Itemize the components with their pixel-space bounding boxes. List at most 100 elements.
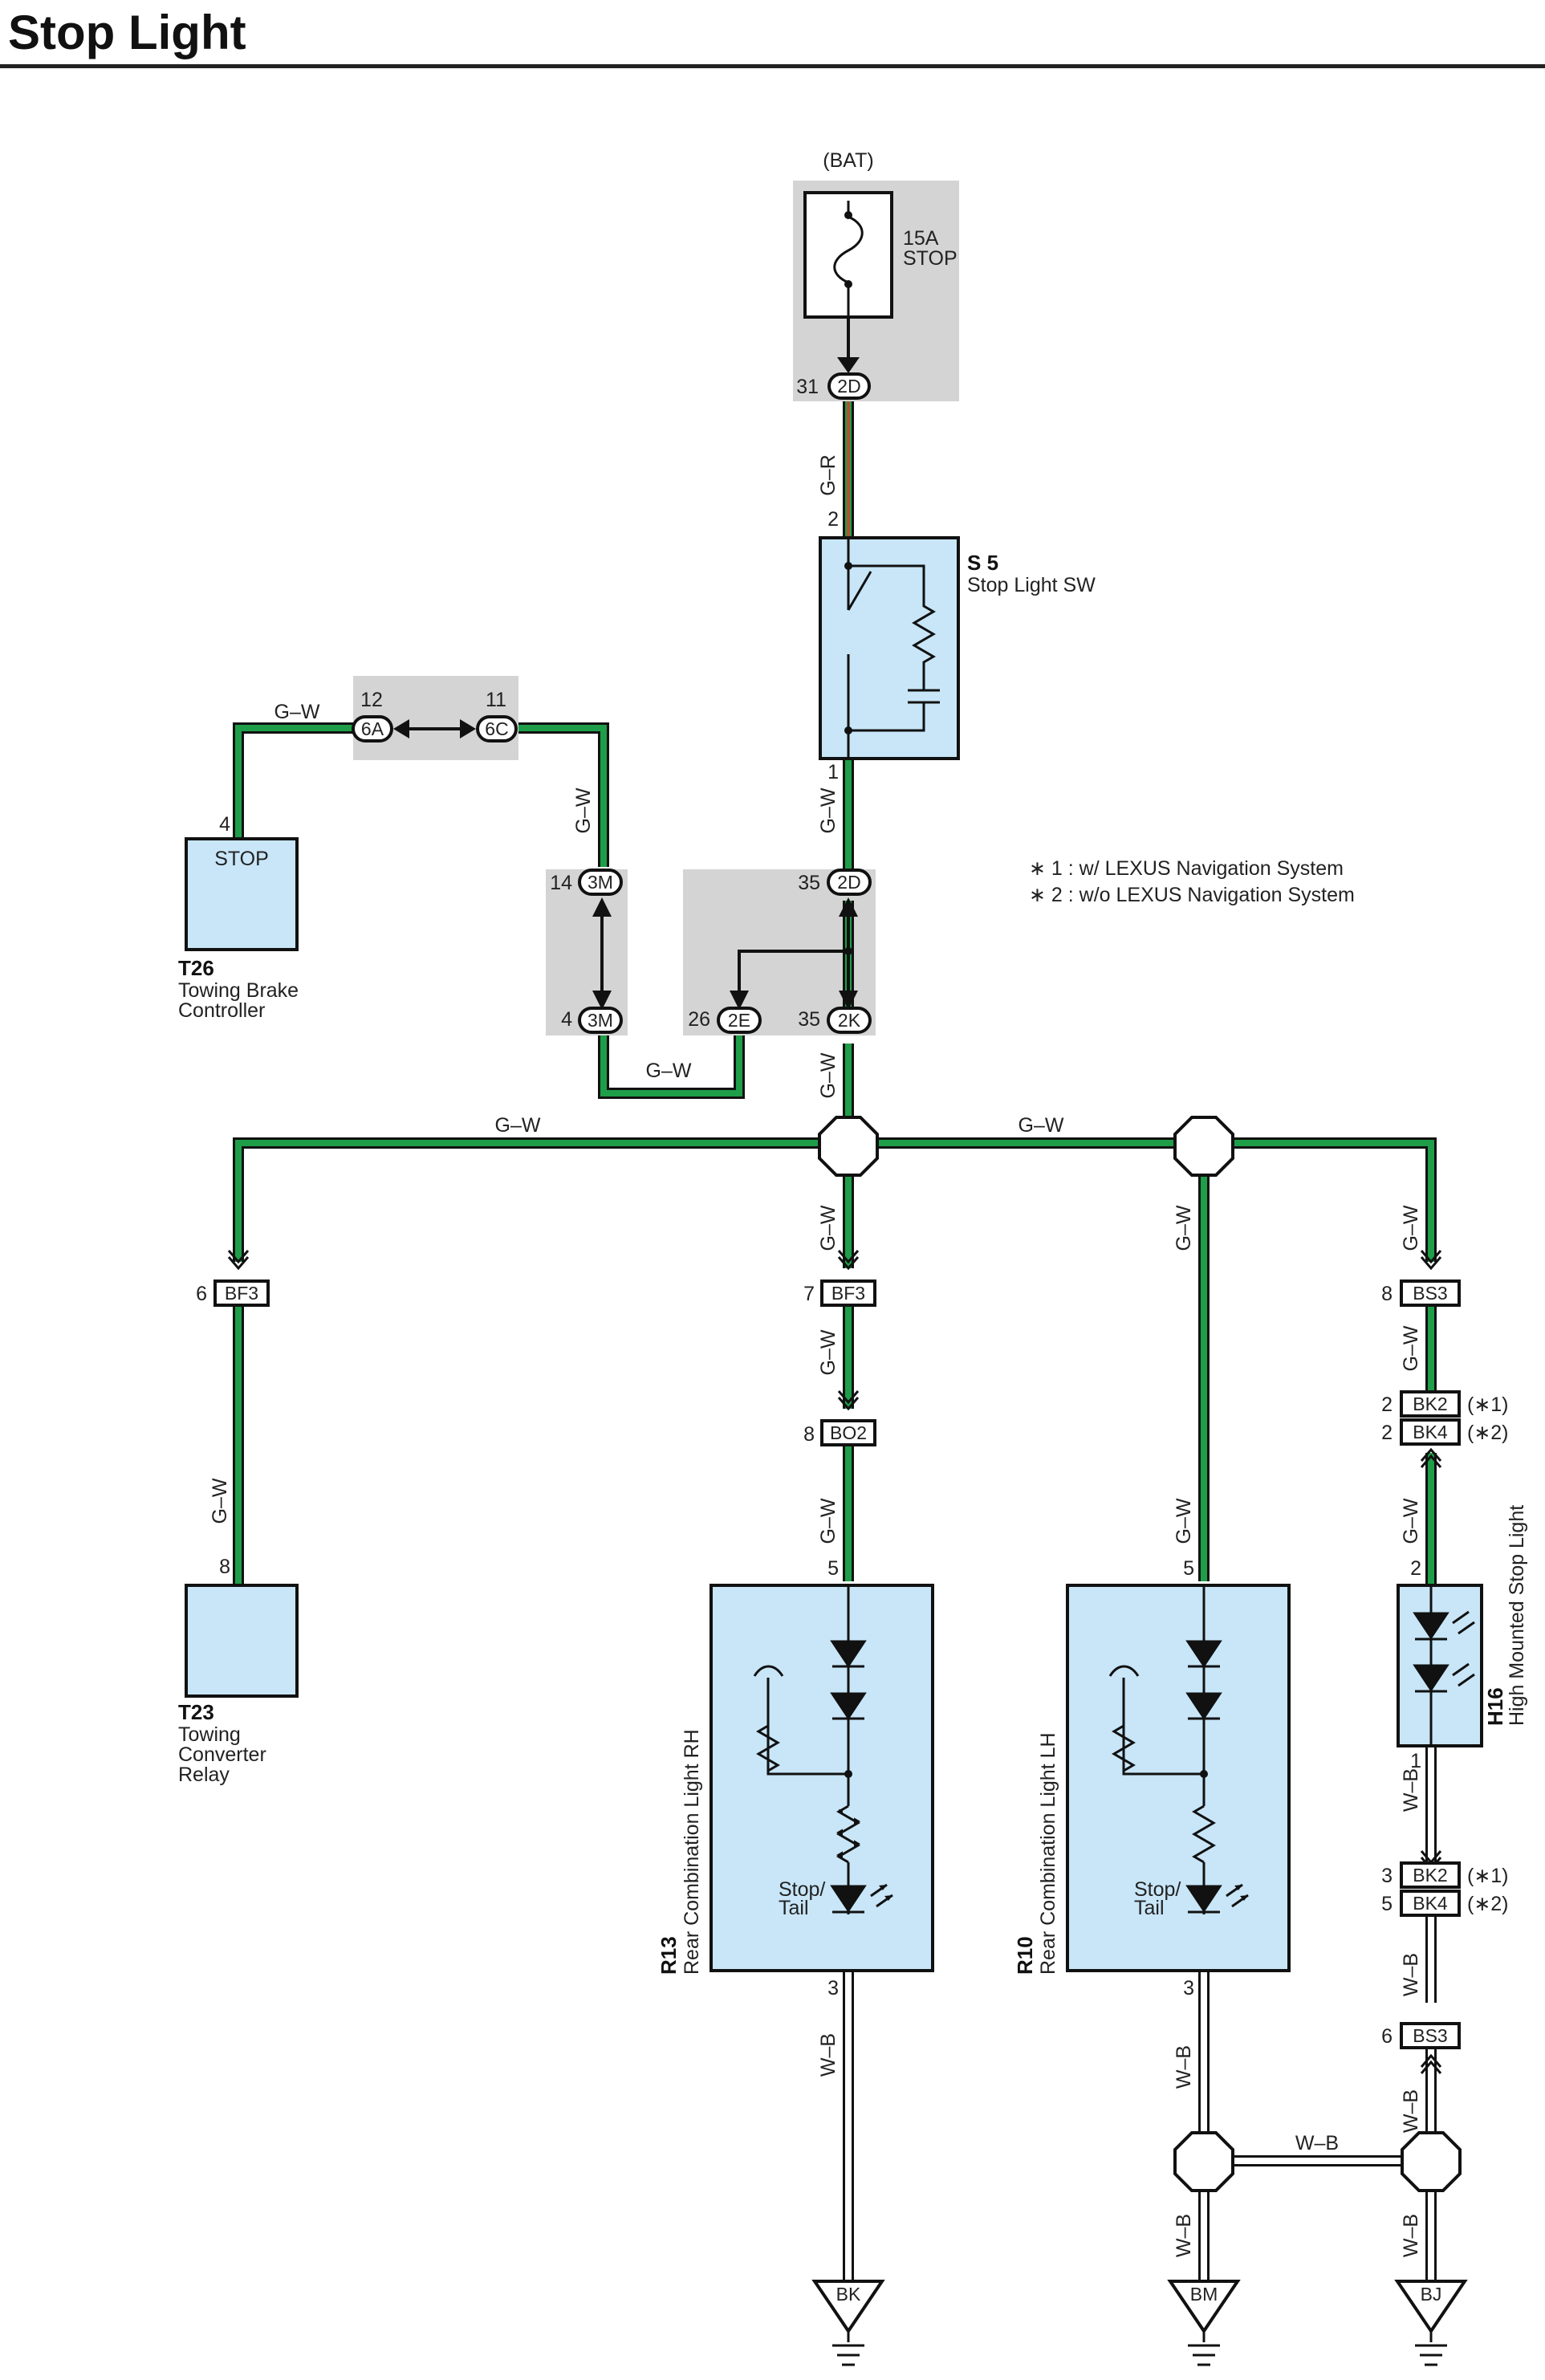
wire-label-gw: G–W bbox=[274, 701, 320, 723]
pin-label: 26 bbox=[688, 1008, 710, 1031]
svg-text:2D: 2D bbox=[837, 872, 860, 893]
wires-gw bbox=[233, 722, 1437, 1585]
lamp-label: Tail bbox=[1134, 1897, 1165, 1919]
pin-label: 1 bbox=[1410, 1750, 1421, 1772]
wire-label-wb: W–B bbox=[1173, 2045, 1195, 2089]
svg-text:BK4: BK4 bbox=[1413, 1893, 1448, 1914]
wire-label-gw: G–W bbox=[1400, 1205, 1422, 1251]
connector-6a: 6A bbox=[352, 715, 393, 742]
ground-bk: BK bbox=[811, 2280, 885, 2366]
fuse-end-dot bbox=[844, 280, 852, 288]
splice-junction bbox=[818, 1116, 879, 1177]
pin-label: 8 bbox=[803, 1423, 815, 1446]
high-mount-name: High Mounted Stop Light bbox=[1506, 1505, 1528, 1726]
pin-label: 6 bbox=[196, 1283, 207, 1305]
pin-label: 3 bbox=[1183, 1977, 1194, 2000]
pin-label: 2 bbox=[827, 508, 839, 531]
resistor-icon bbox=[1192, 1804, 1216, 1864]
wire-label-wb: W–B bbox=[1400, 1953, 1422, 1996]
towing-brake-name: Towing Brake bbox=[178, 979, 299, 1002]
chevron-up-icon bbox=[1420, 1447, 1442, 1468]
wire-label-gw: G–W bbox=[495, 1114, 541, 1137]
wire-label-gw: G–W bbox=[1018, 1114, 1064, 1137]
svg-text:BK4: BK4 bbox=[1413, 1422, 1448, 1442]
splice-dot bbox=[1200, 1770, 1208, 1778]
lamp-label: Stop/ bbox=[779, 1878, 825, 1901]
svg-text:BF3: BF3 bbox=[225, 1283, 258, 1304]
wire-label-gw: G–W bbox=[817, 1329, 840, 1375]
stop-switch-code: S 5 bbox=[967, 551, 998, 575]
pin-label: 2 bbox=[1381, 1393, 1393, 1416]
led-icon bbox=[830, 1885, 867, 1914]
towing-brake-inner-label: STOP bbox=[214, 848, 269, 870]
page-title: Stop Light bbox=[8, 6, 246, 59]
pin-label: 3 bbox=[827, 1977, 839, 2000]
pin-label: 6 bbox=[1381, 2025, 1393, 2048]
pin-label: 4 bbox=[219, 813, 230, 836]
svg-text:6A: 6A bbox=[361, 718, 384, 739]
switch-node bbox=[844, 562, 852, 570]
connector-bk4-top: BK4 bbox=[1400, 1418, 1461, 1446]
connector-bk4-bottom: BK4 bbox=[1400, 1890, 1461, 1917]
connector-3m-bottom: 3M bbox=[578, 1007, 623, 1034]
pin-label: 8 bbox=[1381, 1283, 1393, 1305]
arrow-icon bbox=[1234, 1885, 1248, 1901]
rear-combination-light-lh bbox=[1066, 1584, 1291, 1972]
towing-relay-name: Relay bbox=[178, 1764, 230, 1786]
switch-node bbox=[844, 726, 852, 734]
high-mount-code: H16 bbox=[1483, 1687, 1507, 1726]
towing-relay-code: T23 bbox=[178, 1700, 214, 1724]
pin-label: 7 bbox=[803, 1283, 815, 1305]
ground-bj: BJ bbox=[1394, 2280, 1468, 2366]
svg-text:2K: 2K bbox=[838, 1010, 861, 1031]
wire-label-wb: W–B bbox=[1400, 1768, 1422, 1812]
connector-bs3-top: BS3 bbox=[1400, 1280, 1461, 1307]
svg-text:BS3: BS3 bbox=[1413, 1283, 1447, 1304]
connector-bs3-bottom: BS3 bbox=[1400, 2022, 1461, 2049]
pin-label: 1 bbox=[827, 761, 839, 783]
rear-lh-name: Rear Combination Light LH bbox=[1037, 1732, 1059, 1975]
arrow-icon bbox=[879, 1885, 892, 1901]
connector-3m-top: 3M bbox=[578, 869, 623, 896]
stop-light-switch bbox=[819, 536, 960, 760]
wire-label-gw: G–W bbox=[572, 787, 595, 833]
rear-rh-code: R13 bbox=[657, 1936, 681, 1975]
wires-wb bbox=[843, 1746, 1437, 2281]
wire-towing-loop bbox=[233, 722, 745, 1099]
splice-junction bbox=[1173, 1116, 1234, 1177]
connector-2d-mid: 2D bbox=[827, 869, 872, 896]
wire-label-gw: G–W bbox=[817, 1205, 840, 1251]
connector-note: (∗1) bbox=[1467, 1393, 1509, 1416]
pin-label: 5 bbox=[827, 1557, 839, 1580]
towing-relay-name: Towing bbox=[178, 1723, 241, 1746]
wire-bus bbox=[233, 1137, 1437, 1262]
chevron-down-icon bbox=[227, 1250, 250, 1271]
pin-label: 12 bbox=[360, 689, 383, 711]
connector-bo2: BO2 bbox=[820, 1419, 876, 1446]
svg-text:BM: BM bbox=[1190, 2284, 1218, 2305]
connector-bk2-bottom: BK2 bbox=[1400, 1861, 1461, 1889]
svg-text:BK2: BK2 bbox=[1413, 1865, 1447, 1886]
switch-internals bbox=[847, 538, 940, 759]
stop-switch-name: Stop Light SW bbox=[967, 574, 1096, 596]
light-rays-icon bbox=[1452, 1610, 1475, 1687]
wire-label-gw: G–W bbox=[209, 1478, 231, 1524]
towing-converter-relay bbox=[185, 1584, 299, 1698]
wire-label-gw: G–W bbox=[1400, 1325, 1422, 1371]
towing-brake-code: T26 bbox=[178, 956, 214, 980]
svg-text:BF3: BF3 bbox=[831, 1283, 865, 1304]
rear-rh-name: Rear Combination Light RH bbox=[681, 1729, 703, 1975]
wire-label-gw: G–W bbox=[1173, 1205, 1195, 1251]
pin-label: 2 bbox=[1381, 1422, 1393, 1444]
pin-label: 31 bbox=[796, 376, 819, 398]
led-icon bbox=[1185, 1885, 1222, 1914]
svg-text:2D: 2D bbox=[837, 376, 860, 397]
connector-bf3-left: BF3 bbox=[213, 1280, 270, 1307]
wire-label-gw: G–W bbox=[646, 1060, 692, 1082]
fuse-end-dot bbox=[844, 211, 852, 219]
pin-label: 14 bbox=[550, 872, 572, 894]
note-1: ∗ 1 : w/ LEXUS Navigation System bbox=[1029, 857, 1344, 880]
ground-splice bbox=[1173, 2131, 1234, 2192]
svg-text:3M: 3M bbox=[588, 872, 613, 893]
